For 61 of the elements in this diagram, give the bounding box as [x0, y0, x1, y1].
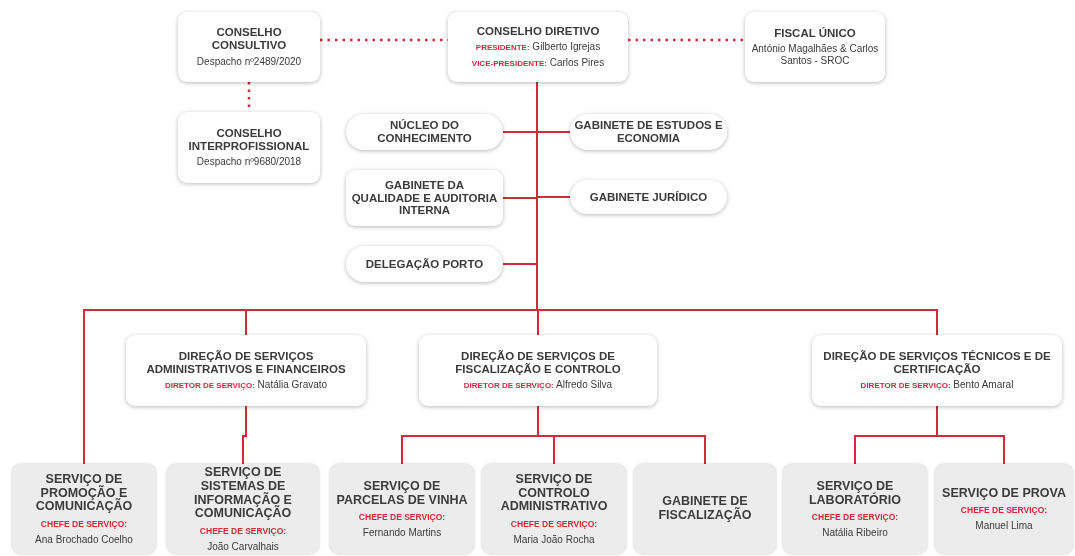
org-unit-box — [178, 112, 320, 183]
org-unit-box — [346, 170, 503, 226]
person-name: Ana Brochado Coelho — [35, 534, 133, 546]
role-label: CHEFE DE SERVIÇO: — [960, 505, 1048, 516]
service-box — [634, 464, 776, 554]
unit-detail: PRESIDENTE: Gilberto Igrejas — [475, 41, 601, 54]
role-label: CHEFE DE SERVIÇO: — [510, 519, 598, 530]
role-label: CHEFE DE SERVIÇO: — [199, 526, 287, 536]
unit-title: GABINETE DE FISCALIZAÇÃO — [657, 495, 753, 523]
person-name: Manuel Lima — [975, 520, 1033, 532]
unit-title: DELEGAÇÃO PORTO — [365, 257, 484, 271]
person-name: Fernando Martins — [362, 527, 442, 539]
unit-title: GABINETE JURÍDICO — [589, 190, 708, 204]
unit-detail: VICE-PRESIDENTE: Carlos Pires — [471, 57, 605, 70]
unit-title: CONSELHO CONSULTIVO — [210, 26, 288, 52]
unit-title: DIREÇÃO DE SERVIÇOS DE FISCALIZAÇÃO E CONTROLO — [454, 349, 622, 376]
dotted-connector — [628, 38, 745, 42]
connector-line — [242, 405, 247, 465]
unit-title: NÚCLEO DO CONHECIMENTO — [376, 119, 473, 145]
service-box — [12, 464, 156, 554]
service-box — [935, 464, 1073, 554]
unit-title: SERVIÇO DE PROMOÇÃO E COMUNICAÇÃO — [34, 472, 134, 515]
person-name: Natália Ribeiro — [822, 527, 888, 539]
unit-title: DIREÇÃO DE SERVIÇOS ADMINISTRATIVOS E FINANCEIROS — [145, 349, 347, 376]
unit-title: CONSELHO INTERPROFISSIONAL — [187, 126, 311, 153]
person-name: Maria João Rocha — [513, 534, 595, 546]
role-label: CHEFE DE SERVIÇO: — [40, 519, 128, 530]
role-label: CHEFE DE SERVIÇO: — [358, 512, 446, 523]
unit-title: SERVIÇO DE PARCELAS DE VINHA — [335, 479, 469, 508]
connector-line — [537, 405, 706, 465]
unit-detail: Despacho nº2489/2020 — [196, 55, 302, 68]
org-unit-box — [448, 12, 628, 82]
role-label: CHEFE DE SERVIÇO: — [811, 512, 899, 523]
unit-title: CONSELHO DIRETIVO — [476, 24, 600, 38]
unit-detail: DIRETOR DE SERVIÇO: Bento Amaral — [860, 379, 1014, 392]
service-box — [330, 464, 474, 554]
unit-detail: DIRETOR DE SERVIÇO: Alfredo Silva — [463, 379, 613, 392]
unit-detail: António Magalhães & Carlos Santos - SROC — [750, 43, 880, 68]
org-unit-box — [812, 335, 1062, 406]
unit-title: GABINETE DE ESTUDOS E ECONOMIA — [574, 119, 723, 145]
unit-title: DIREÇÃO DE SERVIÇOS TÉCNICOS E DE CERTIFICAÇÃO — [822, 349, 1052, 376]
unit-title: SERVIÇO DE LABORATÓRIO — [807, 479, 903, 508]
service-box — [482, 464, 626, 554]
unit-title: SERVIÇO DE SISTEMAS DE INFORMAÇÃO E COMUNICAÇÃO — [193, 466, 293, 521]
office-pill — [570, 180, 727, 214]
org-unit-box — [126, 335, 366, 406]
office-pill — [346, 246, 503, 282]
unit-title: FISCAL ÚNICO — [774, 26, 856, 40]
org-unit-box — [178, 12, 320, 82]
office-pill — [346, 114, 503, 150]
unit-detail: Despacho nº9680/2018 — [196, 156, 302, 169]
unit-title: SERVIÇO DE CONTROLO ADMINISTRATIVO — [499, 472, 609, 515]
unit-title: GABINETE DA QUALIDADE E AUDITORIA INTERNA — [350, 178, 499, 218]
org-unit-box — [745, 12, 885, 82]
person-name: João Carvalhais — [207, 541, 279, 552]
connector-line — [936, 405, 1005, 465]
service-box — [783, 464, 927, 554]
service-box — [167, 464, 319, 554]
org-unit-box — [419, 335, 657, 406]
unit-detail: DIRETOR DE SERVIÇO: Natália Gravato — [164, 379, 328, 392]
unit-title: SERVIÇO DE PROVA — [942, 486, 1066, 501]
